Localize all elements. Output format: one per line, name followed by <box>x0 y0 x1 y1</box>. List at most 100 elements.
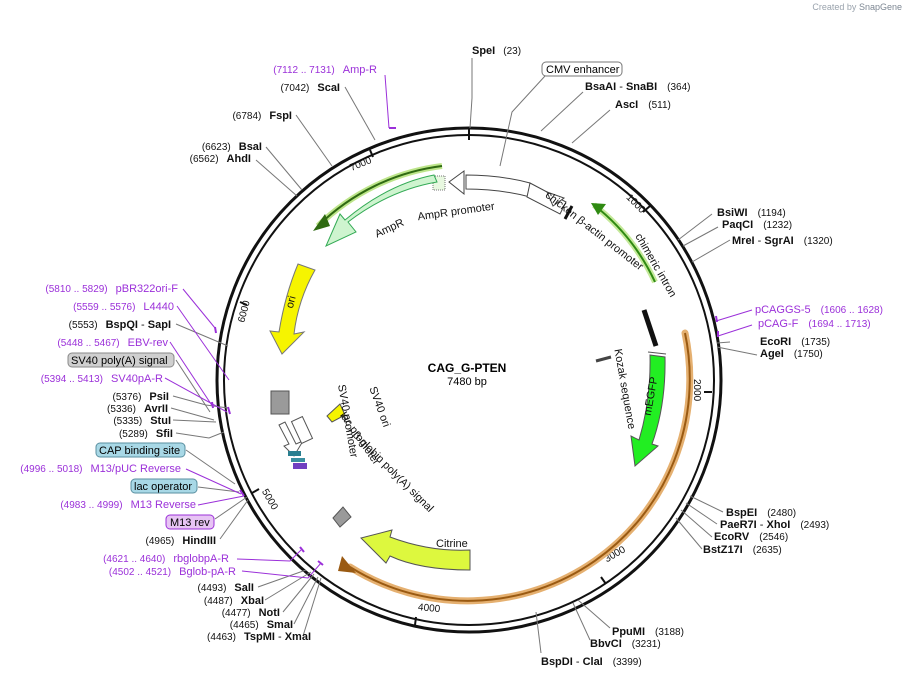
site-ecori: EcoRI(1735) <box>760 336 830 348</box>
ori-arrow <box>269 263 316 355</box>
leader-xhoi <box>685 502 718 525</box>
site-stui: (5335)StuI <box>113 415 171 427</box>
site-agei: AgeI(1750) <box>760 348 823 360</box>
leader-m13reverse <box>197 495 245 506</box>
label-sv40-ori: SV40 ori <box>366 385 392 429</box>
cmv-label: CMV enhancer <box>546 64 620 76</box>
citrine-arrow <box>360 529 471 571</box>
chimeric-intron-arrow <box>591 203 606 215</box>
leader-ppumi <box>577 599 611 629</box>
leader-clai <box>535 611 542 654</box>
site-ecorv: EcoRV(2546) <box>714 531 788 543</box>
site-snabi: BsaAI - SnaBI(364) <box>585 81 691 93</box>
tick-7000-mark <box>369 149 374 158</box>
tick-5000-mark <box>251 488 260 494</box>
chicken-actin-mark <box>563 205 574 220</box>
site-noti: (4477)NotI <box>222 607 280 619</box>
leader-sv40polya <box>175 359 211 413</box>
site-paqci: PaqCI(1232) <box>722 219 792 231</box>
primer-pcagf: pCAG-F(1694 .. 1713) <box>758 318 871 330</box>
primer-m13reverse: (4983 .. 4999)M13 Reverse <box>60 499 196 511</box>
m13-primer-box <box>293 463 307 469</box>
primer-marks <box>211 127 719 566</box>
cap-label: CAP binding site <box>99 445 180 457</box>
tick-2000: 2000 <box>691 379 702 402</box>
leader-bspqi <box>175 323 229 347</box>
sv40polya-box-label <box>67 352 175 368</box>
sv40-promoter-arrow <box>278 421 305 457</box>
primer-mark-m13 <box>239 489 245 497</box>
site-sfii: (5289)SfiI <box>119 428 173 440</box>
ampr-promoter-arrow <box>465 174 531 198</box>
primer-m13puc: (4996 .. 5018)M13/pUC Reverse <box>20 463 181 475</box>
primer-mark-pcaggs <box>715 315 718 323</box>
snapgene-logo: SnapGene <box>858 2 902 12</box>
leader-pcagf <box>717 324 753 337</box>
leader-avrii <box>170 407 215 421</box>
site-xmai: (4463)TspMI - XmaI <box>207 631 311 643</box>
primer-mark-bglob <box>317 560 324 566</box>
site-smai: (4465)SmaI <box>230 619 293 631</box>
site-bstz17i: BstZ17I(2635) <box>703 544 782 556</box>
map-title: CAG_G-PTEN 7480 bp <box>428 361 507 388</box>
position-ticks: 1000 2000 3000 4000 5000 6000 7000 <box>236 128 712 626</box>
sv40-ori-box <box>326 403 346 423</box>
site-bsiwi: BsiWI(1194) <box>717 207 786 219</box>
leader-amp-r <box>384 74 390 129</box>
label-ampr-promoter: AmpR promoter <box>417 200 496 223</box>
leader-pcaggs5 <box>715 309 753 322</box>
ampr-arrow <box>325 174 438 248</box>
ampr-cds-line-arrow <box>313 214 330 231</box>
site-sgrai: MreI - SgrAI(1320) <box>732 235 833 247</box>
label-ori: ori <box>284 295 299 310</box>
tick-1000-mark <box>642 205 651 213</box>
site-bspei: BspEI(2480) <box>726 507 796 519</box>
kozak-mark <box>595 355 612 363</box>
leader-sfii <box>175 431 225 439</box>
leader-hindiii <box>219 499 249 540</box>
orf-arc-inner <box>349 332 691 602</box>
ampr-promoter-head <box>448 170 465 196</box>
sv40-polya-box <box>270 390 290 415</box>
label-sv40-promoter: SV40 promoter <box>335 384 360 459</box>
cap-site-box <box>288 451 301 456</box>
primer-mark-ebv <box>211 401 214 409</box>
leader-rbglob <box>236 549 302 562</box>
megfp-start <box>647 351 667 355</box>
leader-ahdi <box>255 159 298 197</box>
label-kozak: Kozak sequence <box>611 348 637 430</box>
leader-ecorv <box>680 509 713 538</box>
leader-lacop <box>197 486 240 493</box>
site-psii: (5376)PsiI <box>113 391 169 403</box>
leader-ecori <box>716 341 731 344</box>
primer-ebv: (5448 .. 5467)EBV-rev <box>57 337 168 349</box>
site-ppumi: PpuMI(3188) <box>612 626 684 638</box>
boxed-labels: CMV enhancer SV40 poly(A) signal CAP bin… <box>67 61 623 530</box>
sv40polya-label: SV40 poly(A) signal <box>71 355 168 367</box>
site-asci: AscI(511) <box>615 99 671 111</box>
primer-pbr322: (5810 .. 5829)pBR322ori-F <box>45 283 178 295</box>
leader-agei <box>716 346 758 356</box>
plasmid-length: 7480 bp <box>447 376 487 388</box>
credit-prefix: Created by <box>812 2 857 12</box>
primer-rbglob: (4621 .. 4640)rbglobpA-R <box>103 553 229 565</box>
site-xbai: (4487)XbaI <box>204 595 264 607</box>
tick-3000-mark <box>600 576 607 585</box>
leader-xbai <box>264 571 312 601</box>
ampr-cds-line <box>317 165 443 227</box>
site-scai: (7042)ScaI <box>280 82 340 94</box>
leader-spei <box>469 58 473 129</box>
leader-bsai <box>265 146 303 191</box>
leader-smai <box>293 576 319 625</box>
site-bsai: (6623)BsaI <box>202 141 262 153</box>
primer-sv40pa: (5394 .. 5413)SV40pA-R <box>41 373 163 385</box>
leader-noti <box>282 573 315 613</box>
site-ahdi: (6562)AhdI <box>190 153 251 165</box>
features <box>269 163 694 605</box>
lacop-label: lac operator <box>134 481 192 493</box>
leader-bsiwi <box>677 213 713 241</box>
leader-fspi <box>295 114 333 167</box>
plasmid-name: CAG_G-PTEN <box>428 361 507 375</box>
primer-mark-rbglob <box>299 546 305 553</box>
